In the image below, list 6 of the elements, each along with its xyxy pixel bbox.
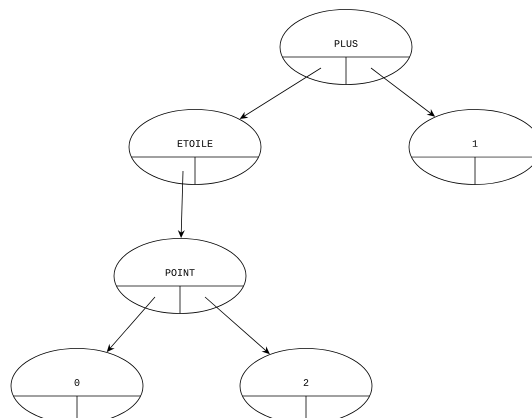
tree-node: ETOILE	[128, 109, 262, 185]
tree-node: POINT	[114, 238, 246, 314]
tree-node: 0	[10, 348, 144, 418]
tree-node: PLUS	[280, 9, 412, 85]
tree-node: 2	[240, 348, 372, 418]
tree-node: 1	[408, 109, 532, 185]
